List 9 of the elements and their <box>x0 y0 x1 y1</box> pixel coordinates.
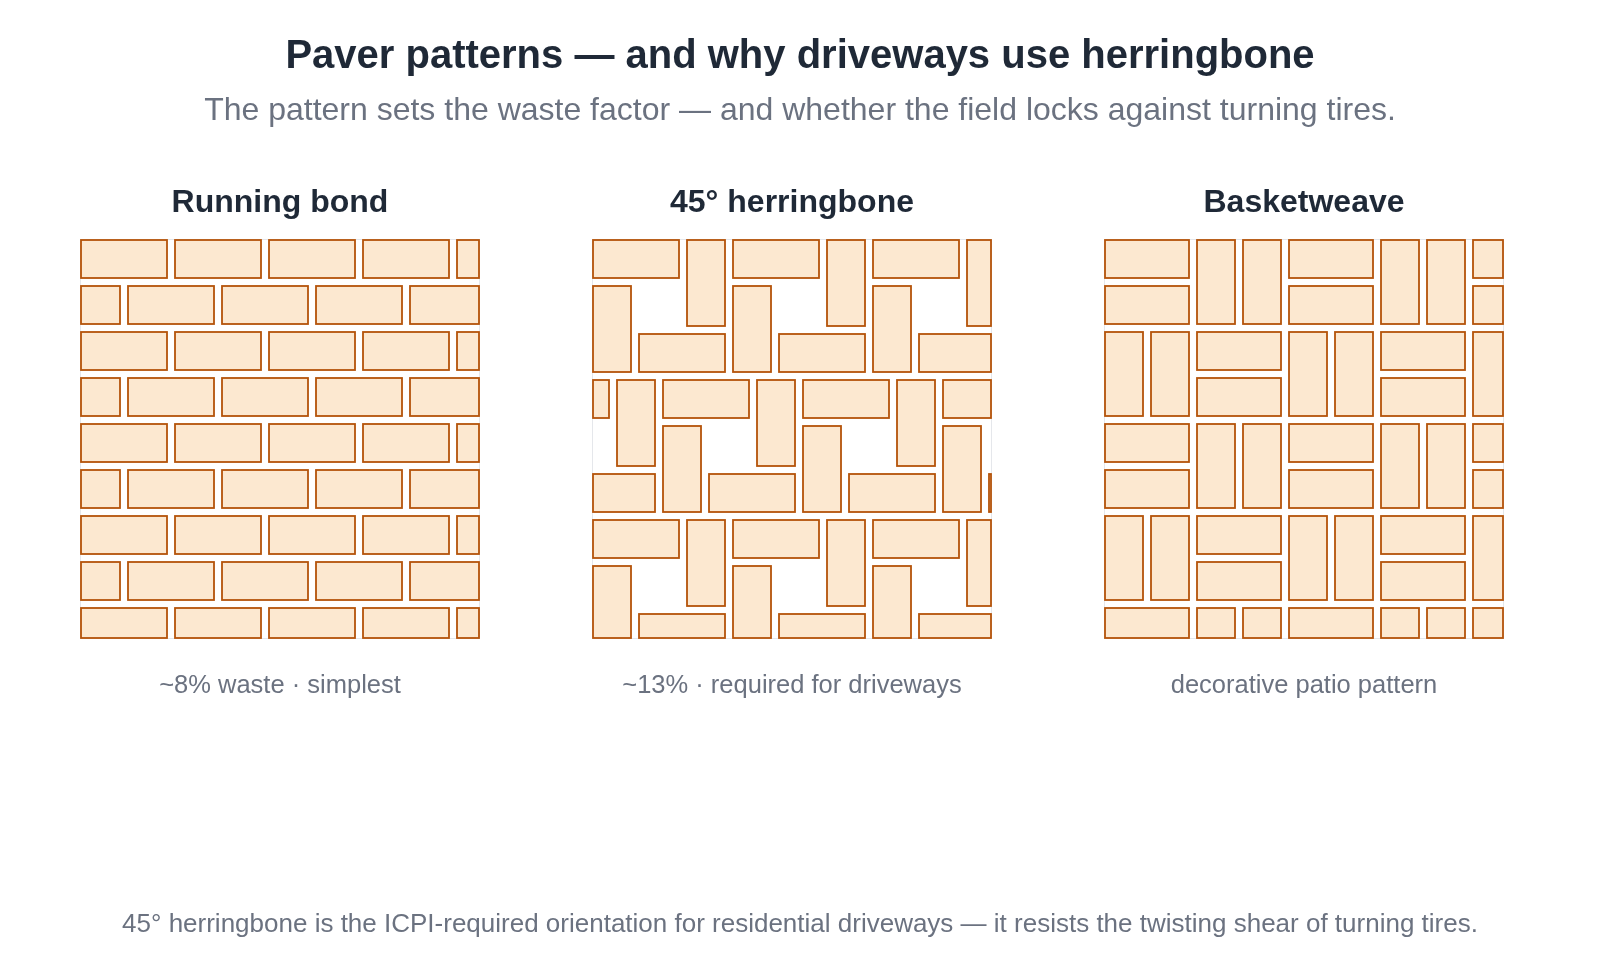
pattern-title: Running bond <box>171 182 389 220</box>
pattern-title: 45° herringbone <box>670 182 914 220</box>
pattern-caption: ~8% waste · simplest <box>159 669 401 699</box>
diagram-title: Paver patterns — and why driveways use herringbone <box>285 31 1315 78</box>
pattern-caption: ~13% · required for driveways <box>622 669 962 699</box>
pattern-caption: decorative patio pattern <box>1170 669 1438 699</box>
footnote: 45° herringbone is the ICPI-required orientation for residential driveways — it resists the twisting shear of turning tires. <box>122 908 1478 938</box>
pattern-title: Basketweave <box>1203 182 1405 220</box>
subtitle: The pattern sets the waste factor — and whether the field locks against turning tires. <box>204 90 1396 128</box>
